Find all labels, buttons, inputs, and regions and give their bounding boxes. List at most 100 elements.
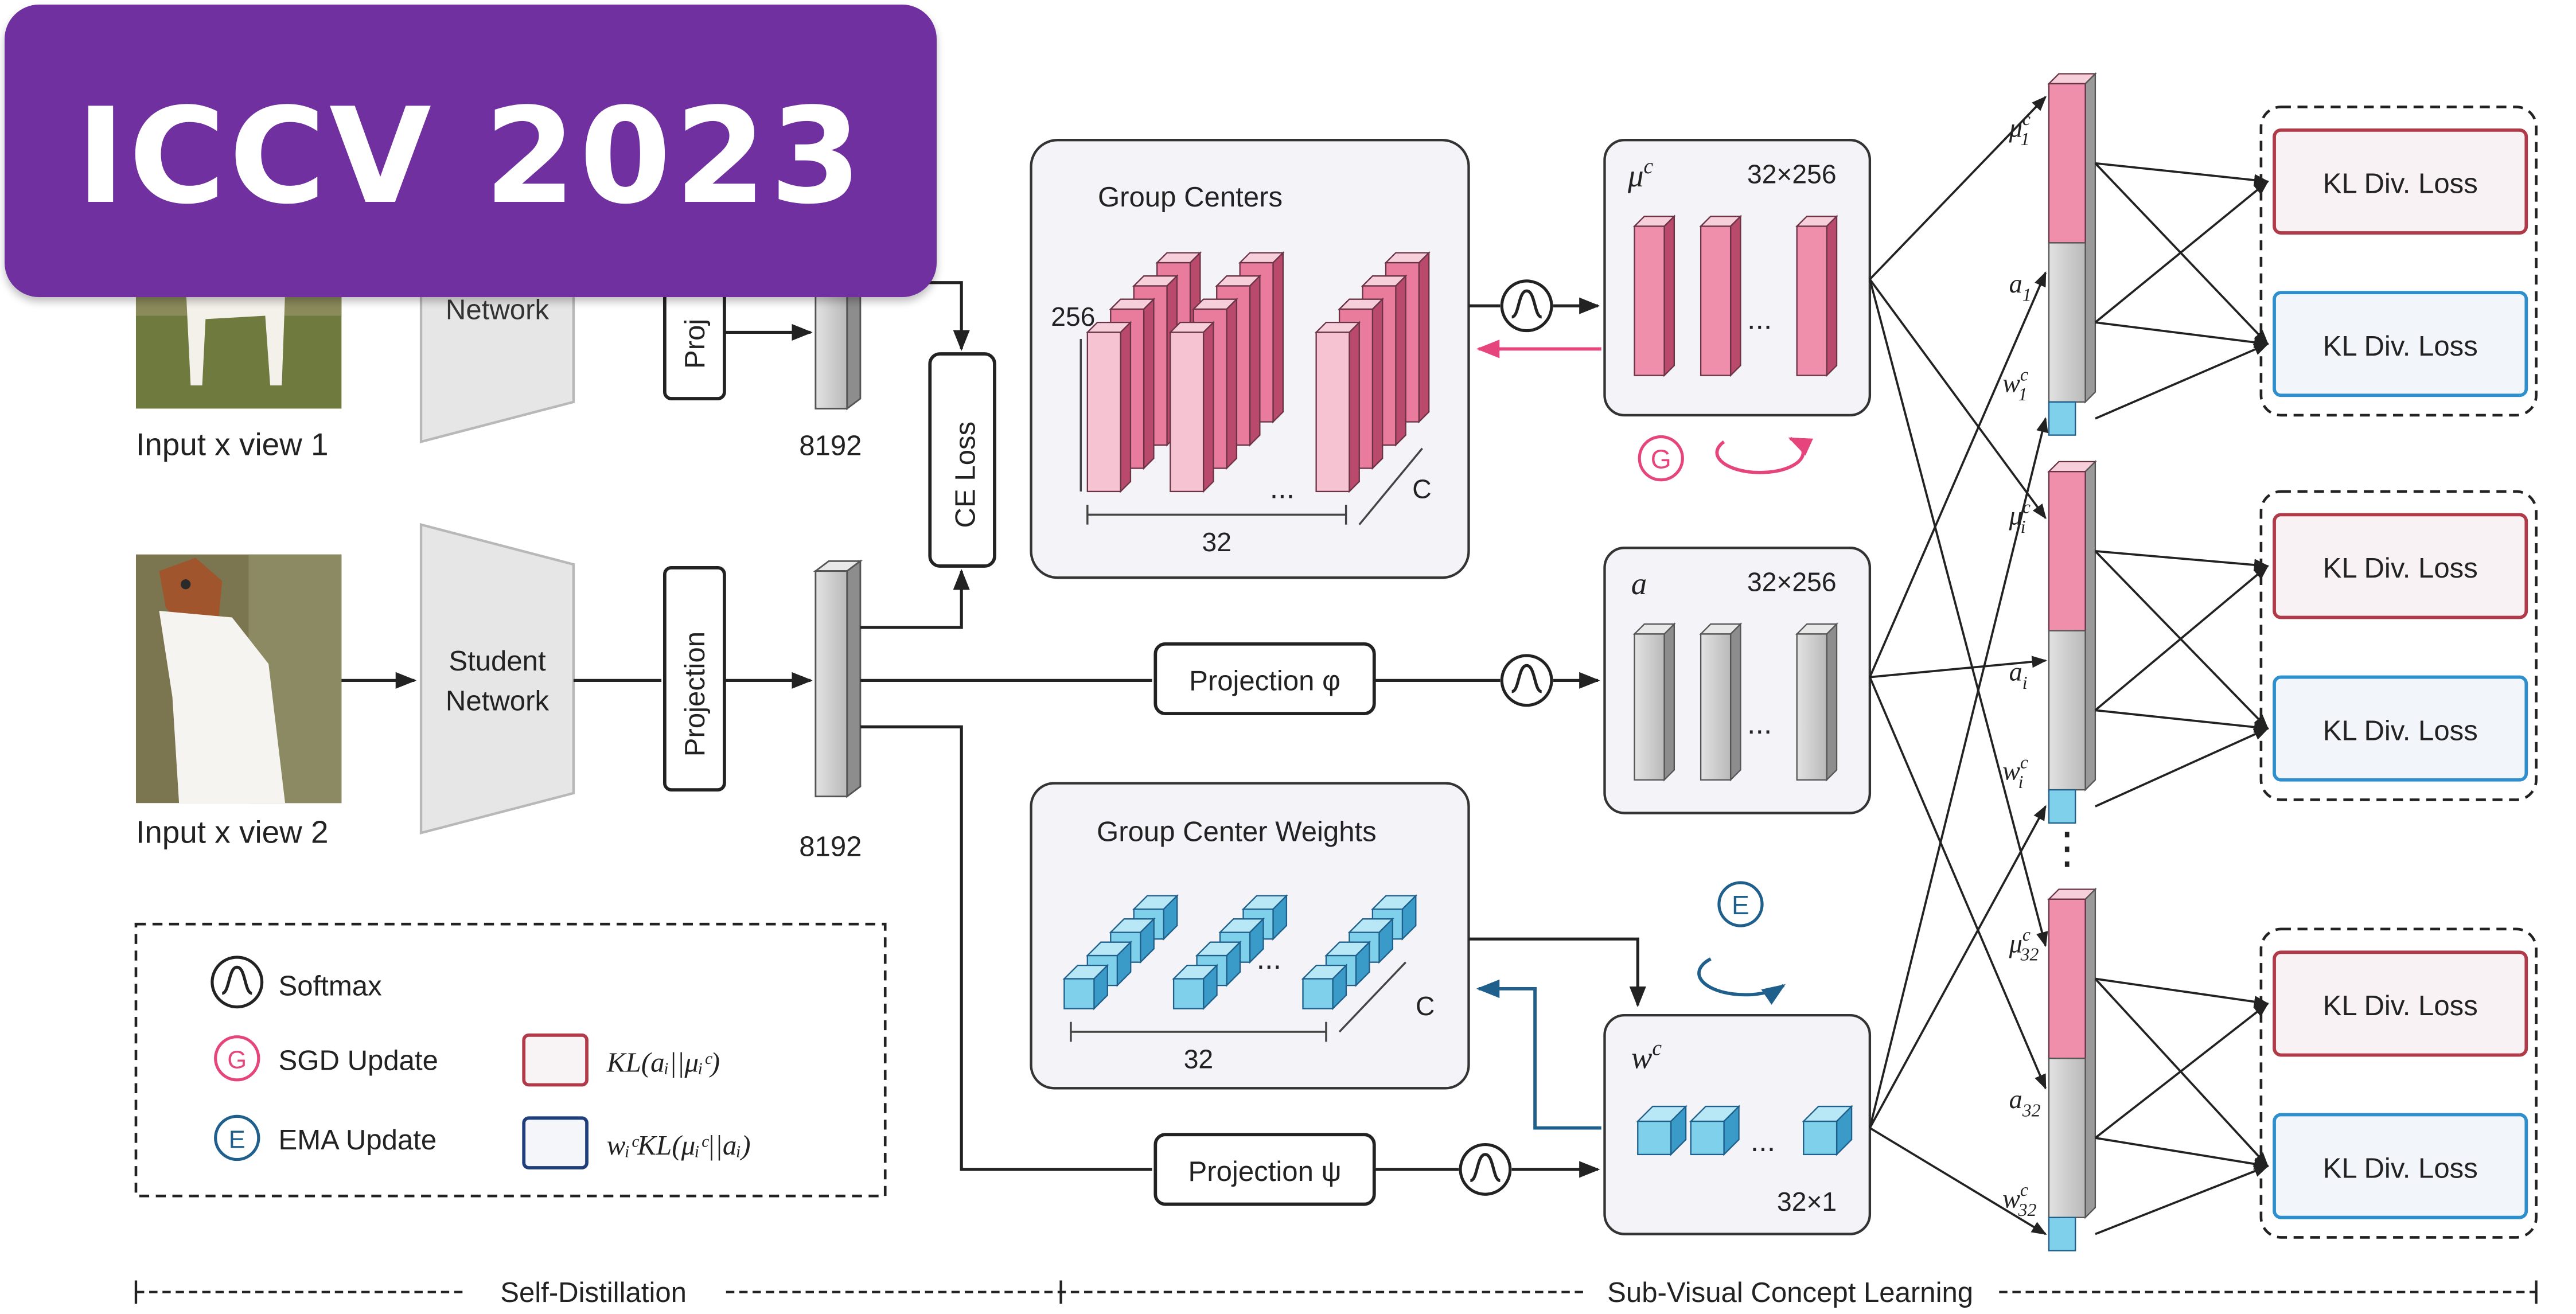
kl-loss-box-red <box>2273 950 2528 1057</box>
connector-line <box>1869 96 2047 280</box>
kl-group-frame <box>2259 927 2538 1239</box>
weight-cube <box>1301 964 1348 1011</box>
connector-line <box>1869 1127 2047 1235</box>
group-center-weights-cubes <box>1062 894 1418 1011</box>
mu-box-bars <box>1632 215 1838 377</box>
kl-loss-label: KL Div. Loss <box>2323 169 2478 200</box>
column-a-label: a1 <box>2009 269 2032 305</box>
group-center-bar <box>1314 321 1361 493</box>
legend-softmax-icon <box>211 956 264 1009</box>
w-cube <box>1689 1105 1741 1156</box>
connector-line <box>1869 676 2047 1090</box>
column-a-segment <box>2048 242 2086 403</box>
mu-bar <box>1699 215 1743 377</box>
kl-connector <box>2094 162 2269 345</box>
mu-bar <box>1632 215 1676 377</box>
kl-connector <box>2095 321 2270 349</box>
column-a-label: a32 <box>2009 1085 2041 1120</box>
group-center-weights-ellipsis: ... <box>1257 942 1281 976</box>
connector-line <box>1869 279 2048 948</box>
kl-connector <box>2095 1165 2269 1235</box>
kl-group-frame <box>2259 490 2538 801</box>
kl-connector <box>2094 550 2269 730</box>
group-centers-ellipsis: ... <box>1270 471 1295 505</box>
legend-sgd-label: SGD Update <box>279 1045 438 1076</box>
softmax-icon <box>1500 279 1553 333</box>
softmax-curve <box>1511 289 1542 319</box>
w-box-ellipsis: ... <box>1751 1125 1775 1158</box>
group-centers-stacks <box>1086 251 1431 493</box>
a-bar <box>1795 622 1838 782</box>
group-center-weights-dim-c: C <box>1416 991 1435 1021</box>
kl-connector <box>2095 162 2270 186</box>
a-box-symbol: a <box>1631 566 1647 601</box>
mu-box-symbol: μc <box>1627 155 1654 193</box>
softmax-circle <box>1459 1143 1512 1196</box>
group-center-weights-dim-w: 32 <box>1184 1044 1213 1074</box>
a-bar <box>1632 622 1676 782</box>
student-feature-dim: 8192 <box>799 832 862 863</box>
connector-line <box>1869 417 2048 1129</box>
connector-line <box>1869 805 2047 1129</box>
column-mu-segment <box>2048 471 2086 631</box>
softmax-circle <box>211 956 264 1009</box>
legend-kl-red-swatch <box>522 1033 589 1087</box>
softmax-curve <box>1470 1153 1501 1182</box>
kl-loss-label: KL Div. Loss <box>2323 991 2478 1021</box>
ce-loss-label: CE Loss <box>950 422 981 528</box>
column-w-segment <box>2048 1216 2076 1251</box>
stage-self-distillation: Self-Distillation <box>500 1277 687 1308</box>
kl-group-frame <box>2259 106 2538 417</box>
kl-loss-box-blue <box>2273 1113 2528 1219</box>
svg-text:G: G <box>227 1047 247 1074</box>
weight-cube <box>1172 964 1219 1011</box>
kl-connector <box>2095 709 2270 734</box>
kl-connector <box>2094 565 2269 711</box>
svg-text:E: E <box>1732 890 1749 920</box>
mu-bar <box>1795 215 1838 377</box>
kl-connector <box>2094 180 2269 323</box>
kl-group: KL Div. Loss KL Div. Loss <box>2259 106 2538 417</box>
kl-loss-label: KL Div. Loss <box>2323 715 2478 746</box>
weight-cube <box>1062 964 1109 1011</box>
stage-sub-visual-concept-learning: Sub-Visual Concept Learning <box>1607 1277 1973 1308</box>
w-box-dims: 32×1 <box>1777 1187 1837 1216</box>
kl-connector <box>2095 727 2269 808</box>
kl-loss-groups: KL Div. Loss KL Div. Loss KL Div. Loss KL D… <box>2259 106 2538 1239</box>
legend-softmax-label: Softmax <box>279 970 383 1001</box>
svg-text:E: E <box>229 1126 245 1153</box>
kl-connector <box>2095 1137 2270 1170</box>
group-center-weights-title: Group Center Weights <box>1097 817 1377 848</box>
mu-box-ellipsis: ... <box>1747 303 1772 336</box>
teacher-feature-dim: 8192 <box>799 430 862 461</box>
connector-line <box>1869 656 2047 679</box>
softmax-icon <box>1459 1143 1512 1196</box>
sgd-update-icon: G <box>1638 435 1814 482</box>
group-center-bar <box>1168 321 1215 493</box>
kl-connector <box>2094 1003 2269 1139</box>
input-view2-label: Input x view 2 <box>136 814 329 850</box>
conference-banner: ICCV 2023 <box>5 5 937 297</box>
mu-box-dims: 32×256 <box>1747 159 1837 189</box>
connector-line <box>1869 271 2047 678</box>
w-box-cubes <box>1636 1105 1853 1156</box>
teacher-network-label: Network <box>446 294 550 325</box>
softmax-icon <box>1500 654 1553 707</box>
kl-connector <box>2094 978 2269 1168</box>
ema-update-arrow <box>1476 979 1601 1130</box>
kl-loss-label: KL Div. Loss <box>2323 331 2478 362</box>
w-cube <box>1636 1105 1688 1156</box>
column-mu-segment <box>2048 898 2086 1059</box>
legend-ema-label: EMA Update <box>279 1125 437 1156</box>
concept-crossing-lines <box>1869 96 2048 1235</box>
legend-kl-red-label: KL(aᵢ||μᵢᶜ) <box>606 1046 720 1078</box>
kl-loss-box-red <box>2273 513 2528 619</box>
legend-kl-blue-label: wᵢᶜKL(μᵢᶜ||aᵢ) <box>607 1129 751 1161</box>
teacher-projection-label: Proj <box>680 319 711 369</box>
